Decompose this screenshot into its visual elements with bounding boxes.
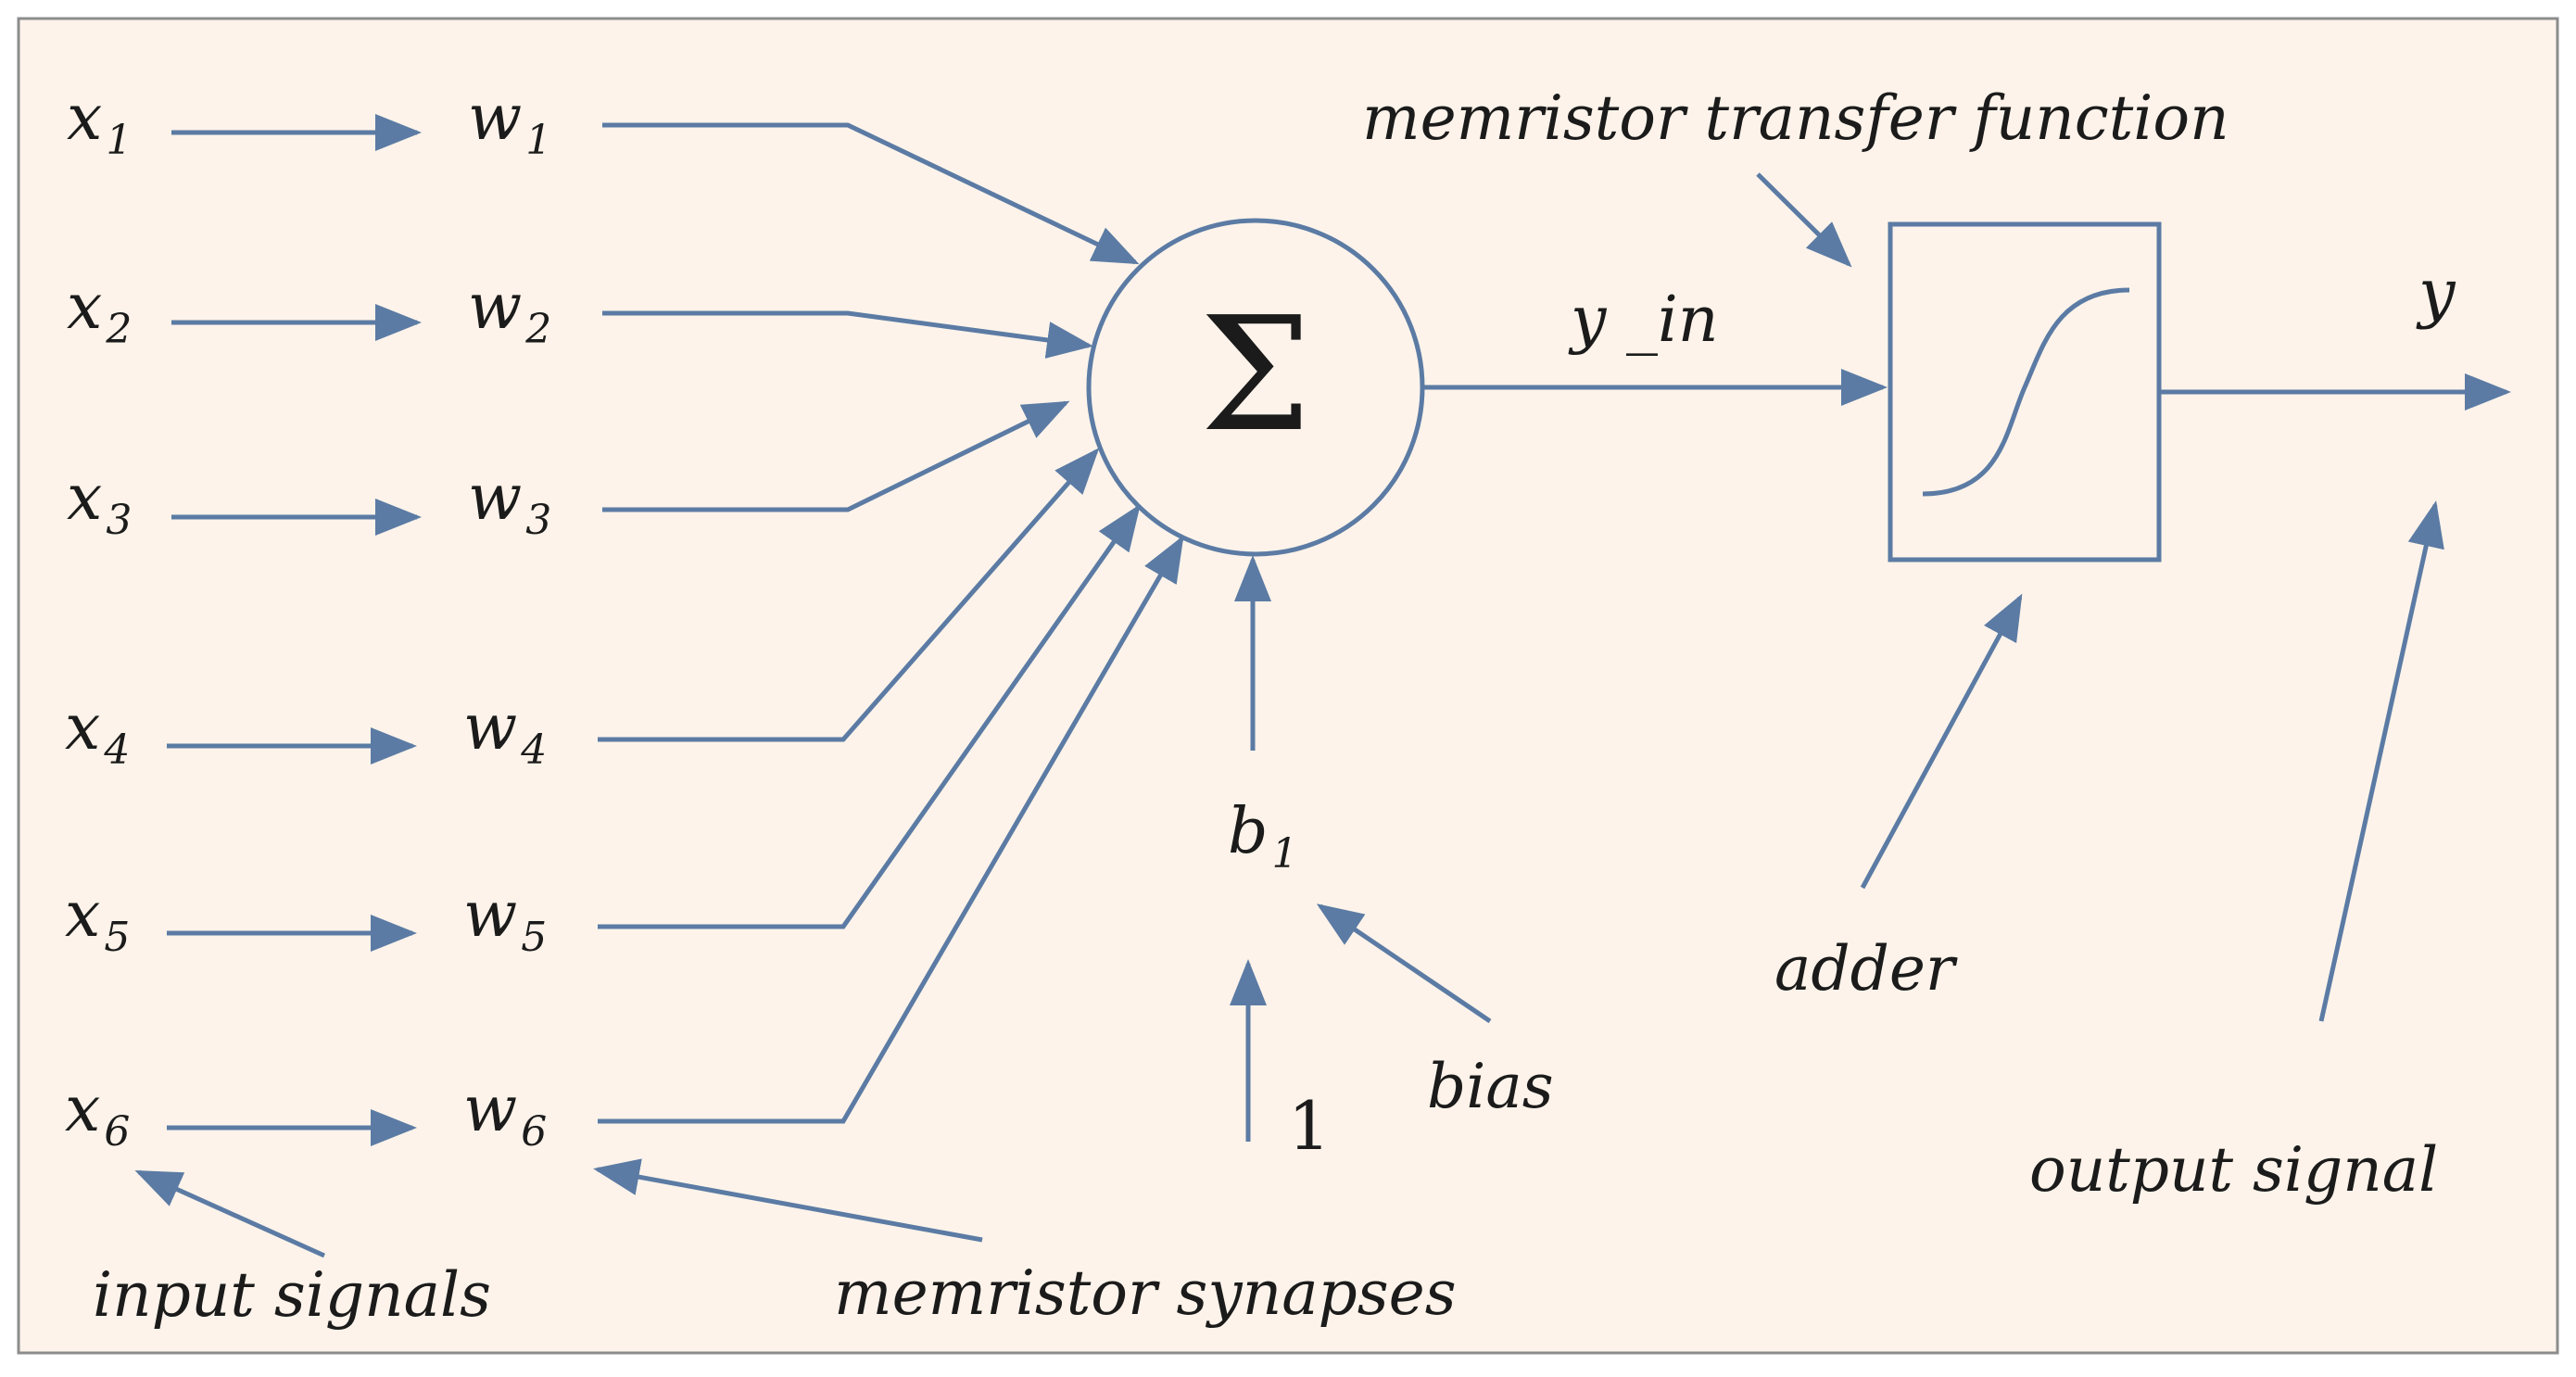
input-labels: x1 x2 x3 x4 x5 x6 xyxy=(65,82,132,1156)
weight-label-w5: w5 xyxy=(463,878,547,961)
input-label-x4: x4 xyxy=(65,691,130,774)
arrow-w5-sum xyxy=(598,503,1141,929)
input-label-x5: x5 xyxy=(65,878,130,961)
adder-annotation: adder xyxy=(1774,933,1958,1004)
sigmoid-curve xyxy=(1922,287,2130,497)
input-label-x2: x2 xyxy=(67,271,132,353)
input-label-x6: x6 xyxy=(65,1073,130,1156)
weight-label-w3: w3 xyxy=(468,461,551,544)
bias-annotation: bias xyxy=(1427,1051,1554,1122)
bias-label-b1: b1 xyxy=(1228,795,1298,878)
output-signal-annotation: output signal xyxy=(2029,1134,2438,1206)
weight-to-sum-arrows xyxy=(598,122,1184,1124)
summation-circle xyxy=(1086,218,1425,557)
arrow-synapses-annotation xyxy=(593,1158,983,1243)
arrow-transfer-annotation xyxy=(1756,172,1852,268)
arrow-w4-sum xyxy=(598,448,1100,742)
arrow-w3-sum xyxy=(602,400,1070,512)
arrow-bias-annotation xyxy=(1316,903,1492,1024)
arrow-output-signal-annotation xyxy=(2318,500,2444,1022)
output-label-y: y xyxy=(2416,255,2456,331)
arrow-input-signals-annotation xyxy=(134,1169,326,1258)
input-label-x1: x1 xyxy=(67,82,132,164)
summation-symbol: Σ xyxy=(1200,284,1311,467)
bias-constant: 1 xyxy=(1288,1087,1331,1165)
weight-label-w1: w1 xyxy=(468,82,551,164)
arrow-w1-sum xyxy=(602,122,1140,265)
arrow-w6-sum xyxy=(598,535,1184,1124)
weight-label-w4: w4 xyxy=(463,691,547,774)
weight-labels: w1 w2 w3 w4 w5 w6 xyxy=(463,82,551,1156)
bias-group: b1 1 bias xyxy=(1228,555,1554,1165)
net-input-label: y _in xyxy=(1568,284,1719,357)
input-signals-annotation: input signals xyxy=(93,1259,491,1331)
weight-label-w6: w6 xyxy=(463,1073,547,1156)
arrow-adder-annotation xyxy=(1860,593,2023,890)
summation-node: Σ xyxy=(1086,218,1425,557)
synapses-annotation: memristor synapses xyxy=(834,1257,1457,1329)
weight-label-w2: w2 xyxy=(468,271,551,353)
arrow-w2-sum xyxy=(602,310,1093,359)
transfer-function-label: memristor transfer function xyxy=(1362,82,2229,154)
input-label-x3: x3 xyxy=(67,461,132,544)
input-to-weight-arrows xyxy=(167,114,422,1146)
